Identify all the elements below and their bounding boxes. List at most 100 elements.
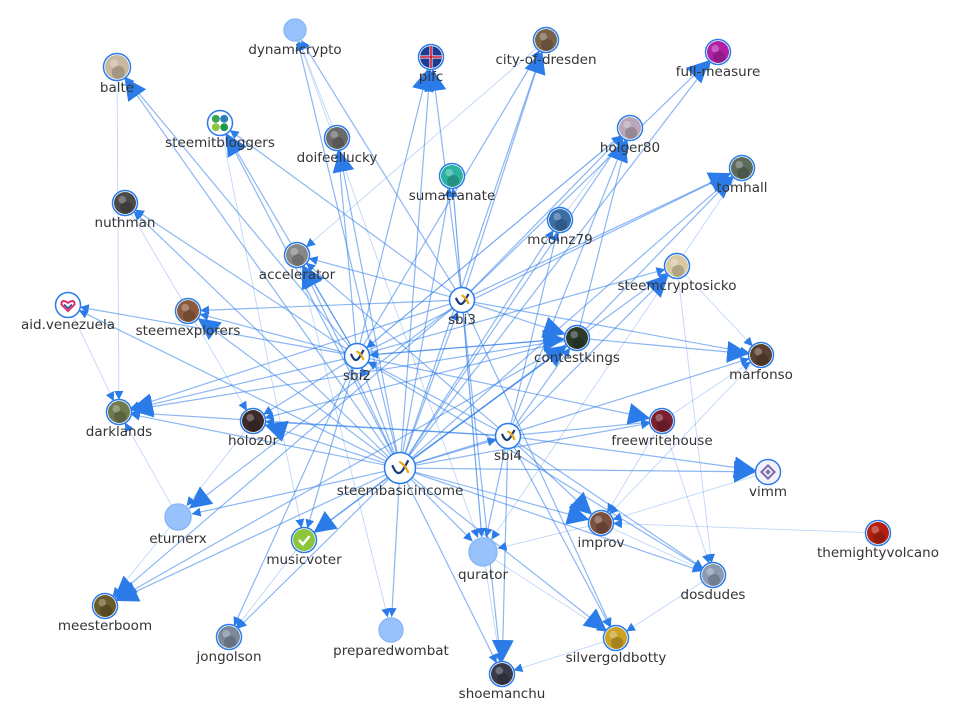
node-accelerator[interactable]: accelerator <box>259 241 336 284</box>
edge-contestkings-to-musicvoter <box>313 344 569 534</box>
node-label: vimm <box>749 484 787 500</box>
node-holoz0r[interactable]: holoz0r <box>228 407 279 450</box>
node-label: contestkings <box>534 350 620 366</box>
node-dynamicrypto[interactable]: dynamicrypto <box>248 18 342 58</box>
edge-sbi3-to-contestkings <box>472 302 566 338</box>
node-meesterboom[interactable]: meesterboom <box>58 592 152 635</box>
node-thehightyvolcano[interactable]: themightyvolcano <box>817 519 939 562</box>
edge-sbi2-to-doifeellucky <box>334 149 357 346</box>
node-label: sbi2 <box>343 368 371 384</box>
node-steembasicincome[interactable]: steembasicincome <box>337 451 464 500</box>
edge-sbi2-to-darklands <box>130 357 347 415</box>
edge-sumatranate-to-qurator <box>452 186 486 538</box>
edge-steembasicincome-to-qurator <box>409 477 473 542</box>
edge-eturnerx-to-meesterboom <box>112 526 171 597</box>
node-steemitbloggers[interactable]: steemitbloggers <box>165 109 275 152</box>
edge-steembasicincome-to-preparedwombat <box>387 481 400 618</box>
node-eturnerx[interactable]: eturnerx <box>149 503 207 547</box>
avatar <box>290 526 318 554</box>
edge-steembasicincome-to-jongolson <box>237 477 391 630</box>
edge-sbi3-to-tomhall <box>471 172 732 296</box>
edge-sbi2-to-holger80 <box>365 135 622 350</box>
node-vimm[interactable]: vimm <box>749 458 787 501</box>
node-dosdudes[interactable]: dosdudes <box>681 561 746 604</box>
node-preparedwombat[interactable]: preparedwombat <box>333 617 449 659</box>
node-musicvoter[interactable]: musicvoter <box>266 526 342 569</box>
edge-sbi2-to-city-of-dresden <box>362 49 541 347</box>
edge-steembasicincome-to-doifeellucky <box>332 149 398 455</box>
node-darklands[interactable]: darklands <box>86 398 152 441</box>
node-label: sumatranate <box>409 188 496 204</box>
edge-steemitbloggers-to-musicvoter <box>221 133 305 529</box>
node-pifc[interactable]: pifc <box>417 43 445 86</box>
edge-improv-to-dosdudes <box>610 527 703 571</box>
node-doifeellucky[interactable]: doifeellucky <box>297 124 378 167</box>
node-silvergoldbotty[interactable]: silvergoldbotty <box>566 624 667 667</box>
edge-improv-to-qurator <box>497 525 591 551</box>
avatar <box>494 422 522 450</box>
node-nuthman[interactable]: nuthman <box>95 189 156 232</box>
edge-freewritehouse-to-dosdudes <box>665 431 711 564</box>
node-label: doifeellucky <box>297 150 378 166</box>
node-label: improv <box>578 535 625 551</box>
node-city-of-dresden[interactable]: city-of-dresden <box>495 26 597 69</box>
node-label: nuthman <box>95 215 156 231</box>
node-aid.venezuela[interactable]: aid.venezuela <box>21 291 115 334</box>
node-label: steembasicincome <box>337 483 464 499</box>
edge-steembasicincome-to-nuthman <box>133 210 391 459</box>
node-freewritehouse[interactable]: freewritehouse <box>611 407 713 450</box>
node-tomhall[interactable]: tomhall <box>716 154 768 197</box>
edge-sbi2-to-tomhall <box>366 172 732 352</box>
node-sbi3[interactable]: sbi3 <box>448 286 476 329</box>
node-contestkings[interactable]: contestkings <box>534 324 620 367</box>
edge-steembasicincome-to-freewritehouse <box>413 420 651 467</box>
avatar <box>663 252 691 280</box>
node-marfonso[interactable]: marfonso <box>729 341 793 384</box>
edge-steembasicincome-to-city-of-dresden <box>403 51 546 455</box>
avatar <box>102 52 132 82</box>
avatar <box>343 342 371 370</box>
avatar <box>111 189 139 217</box>
edge-steembasicincome-to-marfonso <box>413 356 750 465</box>
avatar <box>532 26 560 54</box>
node-label: city-of-dresden <box>495 52 596 68</box>
edge-sbi2-to-jongolson <box>233 365 353 627</box>
node-sbi4[interactable]: sbi4 <box>494 422 522 465</box>
edge-steembasicincome-to-improv <box>413 471 590 525</box>
node-steemcryptosicko[interactable]: steemcryptosicko <box>618 252 737 295</box>
avatar <box>602 624 630 652</box>
node-label: dynamicrypto <box>248 42 341 58</box>
edge-sbi4-to-holger80 <box>511 138 628 427</box>
edge-sbi3-to-steemexplorers <box>199 299 452 315</box>
avatar <box>239 407 267 435</box>
edge-sbi4-to-sbi2 <box>367 361 499 432</box>
node-sbi2[interactable]: sbi2 <box>343 342 371 385</box>
edge-steembasicincome-to-shoemanchu <box>405 480 498 664</box>
avatar <box>283 241 311 269</box>
node-full-measure[interactable]: full-measure <box>676 38 761 81</box>
edge-sbi4-to-darklands <box>130 408 498 436</box>
node-qurator[interactable]: qurator <box>458 537 509 583</box>
node-balte[interactable]: balte <box>100 52 134 97</box>
edge-steembasicincome-to-holger80 <box>407 137 624 457</box>
node-label: holoz0r <box>228 433 279 449</box>
node-jongolson[interactable]: jongolson <box>196 623 262 666</box>
edge-marfonso-to-improv <box>608 362 754 515</box>
edge-contestkings-to-sbi2 <box>368 338 567 359</box>
edge-sbi3-to-meesterboom <box>113 306 454 599</box>
edge-sbi4-to-mcoinz79 <box>510 231 560 426</box>
node-shoemanchu[interactable]: shoemanchu <box>459 660 546 703</box>
node-steemexplorers[interactable]: steemexplorers <box>136 297 241 340</box>
node-holger80[interactable]: holger80 <box>600 114 660 157</box>
edge-steembasicincome-to-balte <box>124 77 393 457</box>
edge-holger80-to-sbi2 <box>365 134 622 349</box>
avatar <box>747 341 775 369</box>
node-improv[interactable]: improv <box>578 509 625 552</box>
edge-sbi3-to-holger80 <box>469 136 623 293</box>
node-sumatranate[interactable]: sumatranate <box>409 162 496 205</box>
node-label: dosdudes <box>681 587 746 603</box>
node-label: shoemanchu <box>459 686 546 702</box>
node-mcoinz79[interactable]: mcoinz79 <box>527 206 593 249</box>
avatar <box>563 324 591 352</box>
